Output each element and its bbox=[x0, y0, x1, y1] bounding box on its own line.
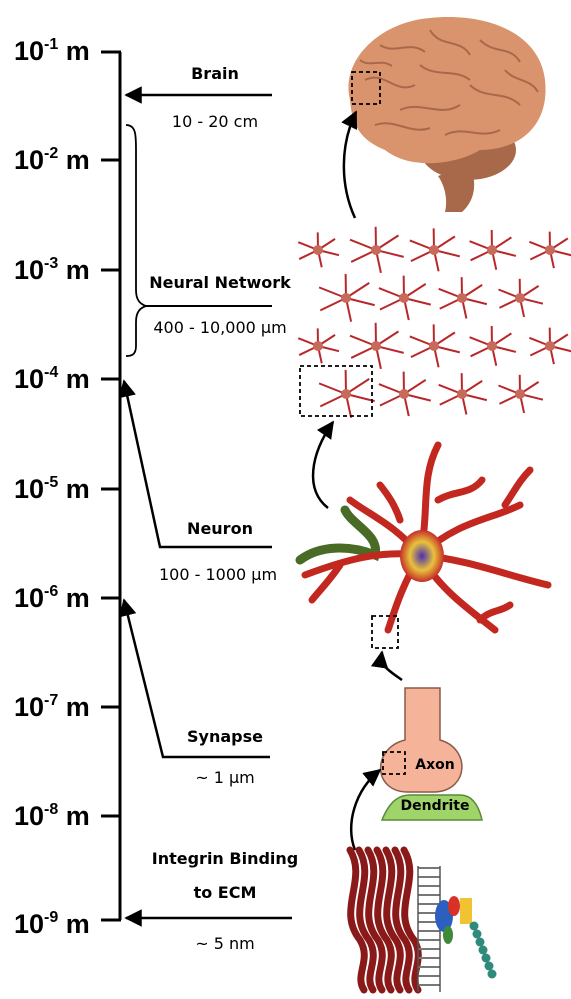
tick-label-1e-9: 10-9 m bbox=[14, 909, 104, 939]
axon-label: Axon bbox=[405, 757, 465, 773]
tick-label-1e-8: 10-8 m bbox=[14, 801, 104, 831]
actin-bead bbox=[488, 970, 497, 979]
brain-cerebrum bbox=[348, 17, 545, 163]
integrin-illustration bbox=[350, 850, 497, 992]
network-soma bbox=[371, 245, 381, 255]
tick-label-1e-4: 10-4 m bbox=[14, 364, 104, 394]
network-soma bbox=[515, 293, 525, 303]
brain-label: Brain bbox=[150, 64, 280, 84]
neural-network-illustration bbox=[298, 227, 571, 418]
neuron-to-network-arrow bbox=[313, 422, 333, 508]
network-soma bbox=[341, 293, 351, 303]
integrin-label-line1: Integrin Binding bbox=[140, 849, 310, 869]
neuron-soma bbox=[400, 530, 444, 582]
network-soma bbox=[545, 341, 555, 351]
brain-size: 10 - 20 cm bbox=[150, 112, 280, 132]
network-soma bbox=[399, 389, 409, 399]
synapse-size: ~ 1 μm bbox=[170, 768, 280, 788]
actin-bead bbox=[479, 946, 488, 955]
neuron-dendrite bbox=[380, 485, 400, 520]
actin-bead bbox=[473, 930, 482, 939]
network-soma bbox=[313, 245, 323, 255]
network-soma bbox=[371, 341, 381, 351]
network-to-brain-arrow bbox=[344, 112, 356, 218]
network-soma bbox=[313, 341, 323, 351]
integrin-beta-head bbox=[448, 896, 460, 916]
network-soma bbox=[487, 245, 497, 255]
network-soma bbox=[429, 341, 439, 351]
network-soma bbox=[457, 293, 467, 303]
integrin-tail bbox=[443, 926, 453, 944]
tick-label-1e-5: 10-5 m bbox=[14, 474, 104, 504]
network-soma bbox=[429, 245, 439, 255]
network-soma bbox=[487, 341, 497, 351]
tick-label-1e-6: 10-6 m bbox=[14, 583, 104, 613]
actin-bead bbox=[476, 938, 485, 947]
network-soma bbox=[545, 245, 555, 255]
neuron-size: 100 - 1000 μm bbox=[148, 565, 288, 585]
talin-domain bbox=[460, 898, 472, 924]
synapse-to-neuron-arrow bbox=[382, 652, 402, 680]
neuron-label: Neuron bbox=[155, 519, 285, 539]
integrin-label-line2: to ECM bbox=[140, 883, 310, 903]
neuron-dendrite bbox=[480, 605, 510, 620]
dendrite-label: Dendrite bbox=[385, 798, 485, 814]
tick-label-1e-7: 10-7 m bbox=[14, 692, 104, 722]
neuron-dendrite bbox=[505, 470, 530, 505]
actin-bead bbox=[482, 954, 491, 963]
neuron-illustration bbox=[300, 445, 548, 630]
network-soma bbox=[515, 389, 525, 399]
network-soma bbox=[399, 293, 409, 303]
network-size: 400 - 10,000 μm bbox=[140, 318, 300, 338]
tick-label-1e-2: 10-2 m bbox=[14, 145, 104, 175]
neuron-green-branch bbox=[300, 510, 376, 560]
tick-label-1e-3: 10-3 m bbox=[14, 255, 104, 285]
network-label: Neural Network bbox=[140, 273, 300, 293]
network-soma bbox=[341, 389, 351, 399]
network-soma bbox=[457, 389, 467, 399]
actin-bead bbox=[485, 962, 494, 971]
neuron-dendrite bbox=[438, 480, 482, 500]
tick-label-1e-1: 10-1 m bbox=[14, 36, 104, 66]
brain-illustration bbox=[348, 17, 545, 212]
synapse-label: Synapse bbox=[165, 727, 285, 747]
axon-terminal bbox=[381, 688, 462, 792]
integrin-size: ~ 5 nm bbox=[170, 934, 280, 954]
actin-bead bbox=[470, 922, 479, 931]
integrin-to-synapse-arrow bbox=[351, 770, 380, 850]
